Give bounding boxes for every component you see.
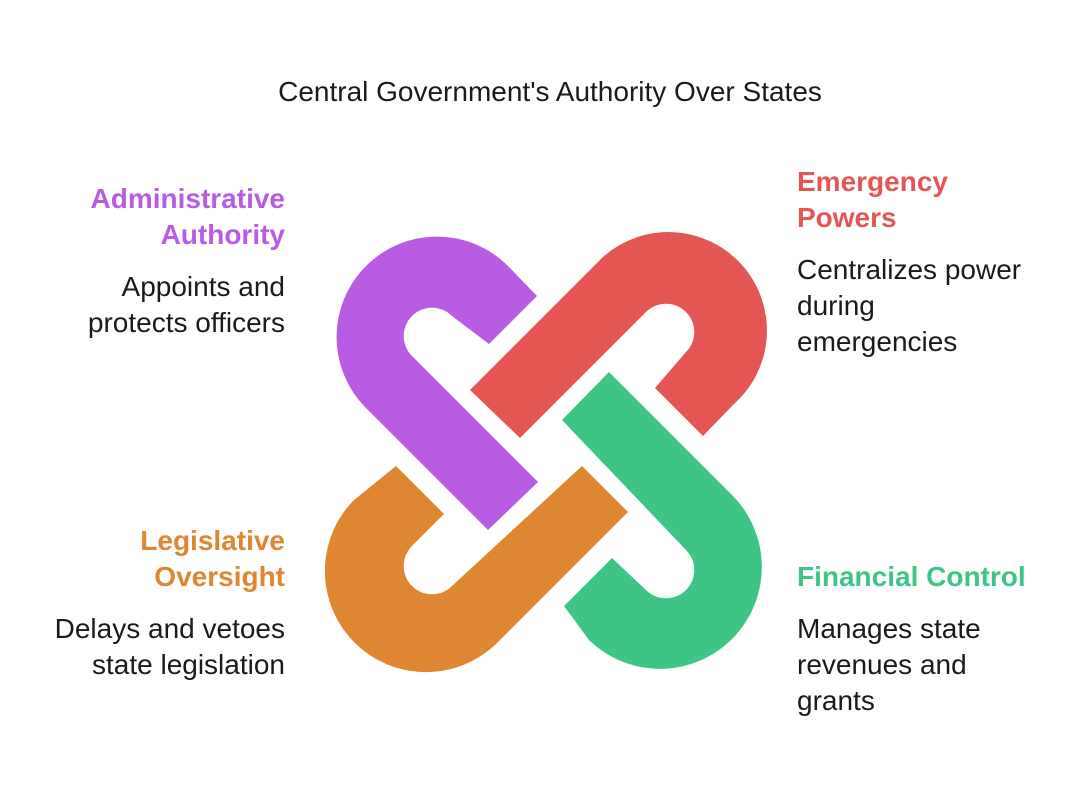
diagram-title: Central Government's Authority Over Stat… [278, 76, 822, 107]
desc-line: state legislation [91, 649, 285, 680]
desc-line: revenues and [797, 649, 967, 680]
desc-line: Manages state [797, 613, 981, 644]
administrative-authority-title: Administrative Authority [30, 181, 286, 253]
title-line: Legislative [140, 525, 285, 556]
legislative-oversight-block: Legislative Oversight Delays and vetoes … [20, 523, 285, 683]
financial-link-shape [562, 372, 762, 669]
administrative-link-shape [336, 236, 538, 530]
financial-control-description: Manages state revenues and grants [797, 611, 1067, 719]
title-line: Financial Control [797, 561, 1026, 592]
title-line: Administrative [90, 183, 286, 214]
emergency-powers-description: Centralizes power during emergencies [797, 252, 1067, 360]
emergency-powers-title: Emergency Powers [797, 164, 1067, 236]
administrative-authority-block: Administrative Authority Appoints and pr… [30, 181, 285, 341]
desc-line: emergencies [797, 326, 958, 357]
emergency-link-shape [470, 232, 767, 438]
desc-line: Appoints and [121, 271, 285, 302]
title-line: Emergency [797, 166, 948, 197]
legislative-oversight-description: Delays and vetoes state legislation [20, 611, 285, 683]
emergency-powers-block: Emergency Powers Centralizes power durin… [797, 164, 1067, 360]
legislative-oversight-title: Legislative Oversight [20, 523, 285, 595]
desc-line: Delays and vetoes [54, 613, 285, 644]
desc-line: Centralizes power [797, 254, 1022, 285]
title-line: Oversight [154, 561, 285, 592]
administrative-authority-description: Appoints and protects officers [30, 269, 285, 341]
financial-control-title: Financial Control [797, 559, 1067, 595]
financial-control-block: Financial Control Manages state revenues… [797, 559, 1067, 719]
title-line: Authority [160, 219, 285, 250]
desc-line: grants [797, 685, 875, 716]
legislative-link-shape [324, 466, 628, 673]
desc-line: during [797, 290, 875, 321]
desc-line: protects officers [87, 307, 285, 338]
title-line: Powers [797, 202, 897, 233]
